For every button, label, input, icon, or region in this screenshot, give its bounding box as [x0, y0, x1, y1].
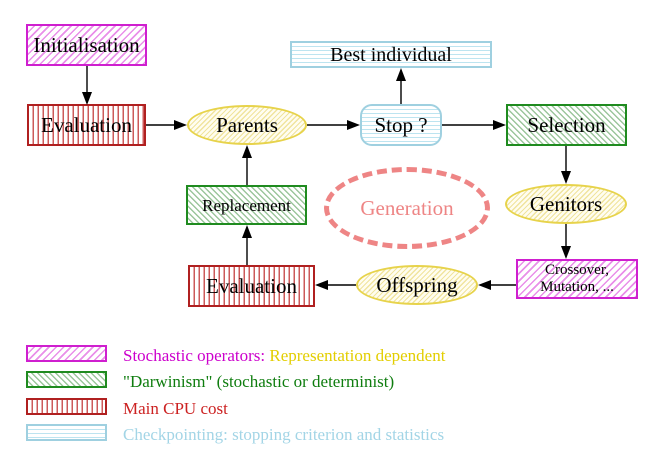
node-best-individual: Best individual [290, 41, 492, 68]
arrow-crossover-to-offspring [478, 280, 516, 290]
legend-swatch-stochastic-operators [26, 345, 107, 362]
node-selection-label: Selection [527, 112, 606, 137]
node-crossover-line1: Crossover, [545, 261, 609, 278]
legend-item-darwinism: "Darwinism" (stochastic or determinist) [123, 373, 394, 390]
node-replacement: Replacement [186, 185, 307, 225]
node-evaluation-top: Evaluation [27, 104, 146, 146]
legend-swatch-checkpointing [26, 424, 107, 441]
legend-swatch-darwinism [26, 371, 107, 388]
arrow-evaluation-to-parents [146, 120, 187, 130]
arrow-stop-to-selection [442, 120, 506, 130]
node-parents-label: Parents [216, 112, 278, 137]
legend-label-representation-dependent: Representation dependent [269, 346, 446, 365]
legend-label-stochastic-operators: Stochastic operators: [123, 346, 266, 365]
arrow-stop-to-best-individual [396, 68, 406, 104]
arrow-evaluation-to-replacement [242, 225, 252, 265]
node-crossover-line2: Mutation, ... [540, 279, 614, 295]
arrow-offspring-to-evaluation [315, 280, 356, 290]
node-evaluation-bottom-label: Evaluation [206, 273, 297, 298]
node-generation-label: Generation [360, 195, 454, 220]
arrow-genitors-to-crossover [561, 224, 571, 259]
node-stop-label: Stop ? [374, 112, 428, 137]
node-replacement-label: Replacement [202, 195, 291, 215]
legend-swatch-main-cpu-cost [26, 398, 107, 415]
legend-item-main-cpu-cost: Main CPU cost [123, 400, 228, 417]
node-stop: Stop ? [360, 104, 442, 146]
node-evaluation-bottom: Evaluation [188, 265, 315, 307]
node-selection: Selection [506, 104, 627, 146]
arrow-parents-to-stop [307, 120, 360, 130]
node-offspring-label: Offspring [376, 272, 458, 297]
legend-item-checkpointing: Checkpointing: stopping criterion and st… [123, 426, 444, 443]
node-initialisation-label: Initialisation [33, 32, 140, 57]
node-generation-loop: Generation [324, 167, 490, 249]
node-crossover-mutation: Crossover, Mutation, ... [516, 259, 638, 299]
arrow-initialisation-to-evaluation [82, 66, 92, 105]
legend-label-darwinism: "Darwinism" (stochastic or determinist) [123, 372, 395, 391]
arrow-replacement-to-parents [242, 145, 252, 185]
node-best-individual-label: Best individual [330, 43, 452, 66]
legend-label-checkpointing: Checkpointing: stopping criterion and st… [123, 425, 445, 444]
legend-label-main-cpu-cost: Main CPU cost [123, 399, 228, 418]
node-genitors: Genitors [505, 184, 627, 224]
node-initialisation: Initialisation [26, 24, 147, 66]
arrow-selection-to-genitors [561, 146, 571, 184]
node-genitors-label: Genitors [529, 191, 603, 216]
node-offspring: Offspring [356, 265, 478, 305]
node-evaluation-top-label: Evaluation [41, 112, 132, 137]
node-parents: Parents [187, 105, 307, 145]
legend-item-stochastic-operators: Stochastic operators: Representation dep… [123, 347, 445, 364]
